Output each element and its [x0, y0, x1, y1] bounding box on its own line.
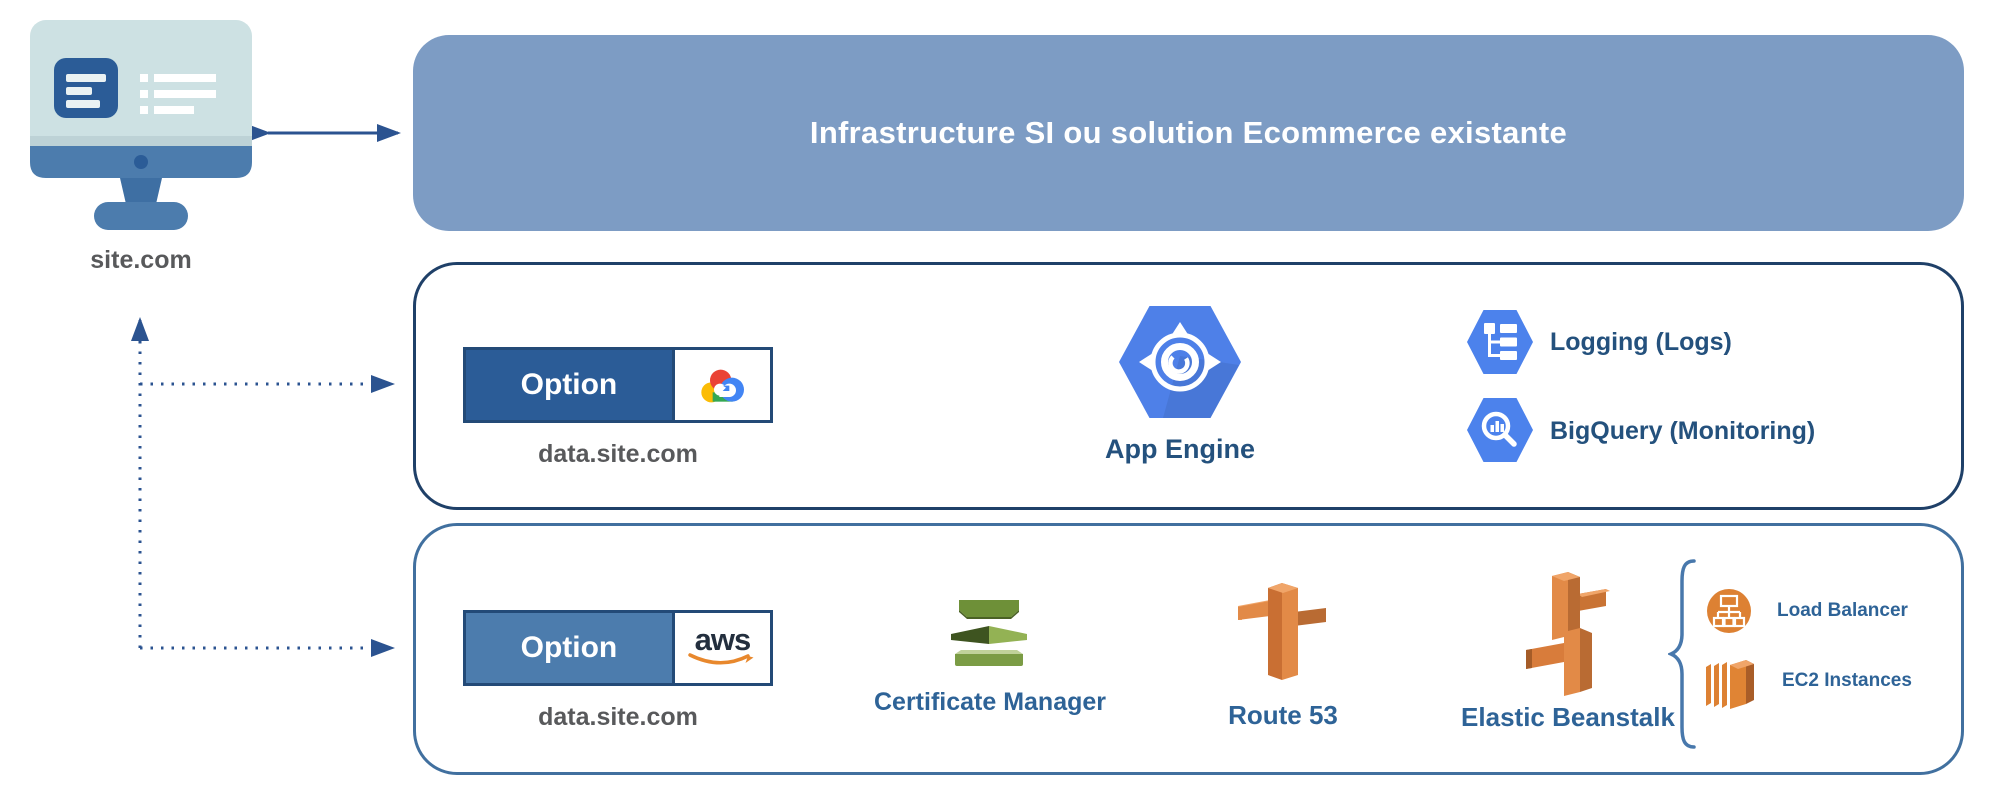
- client-domain-label: site.com: [90, 246, 192, 274]
- ec2-instances-label: EC2 Instances: [1782, 670, 1912, 691]
- logging-icon: [1467, 310, 1533, 374]
- aws-smile-icon: [688, 653, 754, 665]
- aws-logo-text: aws: [694, 622, 752, 657]
- app-engine-label: App Engine: [1105, 434, 1255, 464]
- load-balancer-icon: [1707, 589, 1751, 633]
- elastic-beanstalk-icon: [1526, 572, 1610, 696]
- gcp-domain-label: data.site.com: [538, 440, 698, 468]
- bigquery-icon: [1467, 398, 1533, 462]
- elastic-beanstalk-label: Elastic Beanstalk: [1461, 702, 1675, 732]
- ec2-instances-icon: [1706, 660, 1754, 709]
- grouping-brace: [1668, 559, 1696, 749]
- gcp-option-fill: Option: [466, 350, 672, 420]
- gcp-option-label: Option: [520, 368, 618, 401]
- certificate-manager-icon: [951, 600, 1027, 666]
- app-engine-icon: [1119, 306, 1241, 418]
- infrastructure-banner: Infrastructure SI ou solution Ecommerce …: [413, 35, 1964, 231]
- aws-option-box: Option aws: [463, 610, 773, 686]
- google-cloud-logo-icon: [671, 350, 770, 420]
- route53-label: Route 53: [1228, 700, 1338, 730]
- load-balancer-label: Load Balancer: [1777, 600, 1908, 621]
- bigquery-label: BigQuery (Monitoring): [1550, 417, 1816, 445]
- certificate-manager-label: Certificate Manager: [873, 688, 1107, 716]
- gcp-option-box: Option: [463, 347, 773, 423]
- aws-logo-icon: aws: [671, 613, 770, 683]
- aws-option-label: Option: [520, 631, 618, 664]
- route53-icon: [1238, 583, 1326, 680]
- aws-option-fill: Option: [466, 613, 672, 683]
- client-monitor-icon: [30, 20, 252, 230]
- infrastructure-banner-label: Infrastructure SI ou solution Ecommerce …: [809, 115, 1568, 150]
- aws-domain-label: data.site.com: [538, 703, 698, 731]
- logging-label: Logging (Logs): [1550, 328, 1732, 356]
